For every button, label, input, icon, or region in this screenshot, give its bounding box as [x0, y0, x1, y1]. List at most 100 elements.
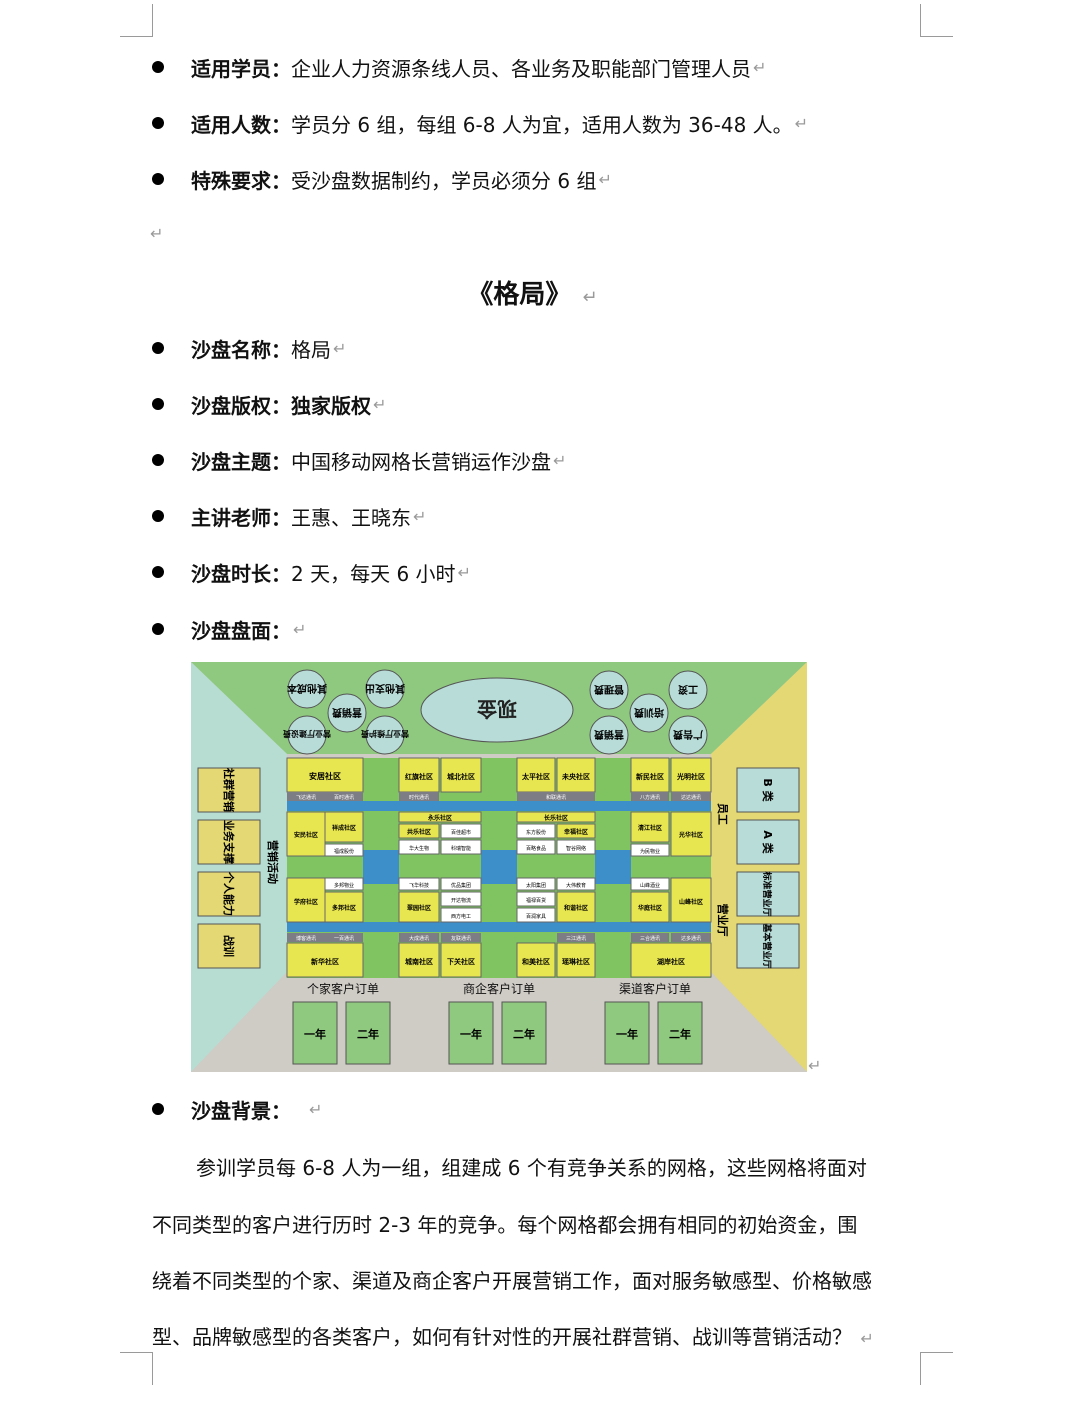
bullet-dot: [152, 61, 164, 73]
company-name: 飞华科技: [409, 882, 429, 889]
telecom-tag: 博客通讯: [287, 933, 325, 942]
paragraph-line: 不同类型的客户进行历时 2-3 年的竞争。每个网格都会拥有相同的初始资金，围: [152, 1209, 922, 1238]
telecom-tag-label: 福成股份: [334, 848, 354, 855]
year-label: 一年: [304, 1027, 326, 1041]
year-slot: 二年: [657, 1001, 703, 1065]
community-cell: 瑶琳社区: [556, 942, 596, 978]
cost-circle-label: 营销费: [594, 728, 624, 741]
company-name: 大伟教育: [566, 882, 586, 889]
company-cell: 科瑞智能: [440, 839, 482, 855]
year-slot: 二年: [345, 1001, 391, 1065]
staff-box-label: B 类: [761, 778, 775, 802]
community-cell: 湖岸社区: [630, 942, 712, 978]
water-channel: [287, 801, 711, 811]
company-cell: 福禄百货: [516, 891, 556, 907]
community-name: 安民社区: [294, 831, 318, 839]
community-cell: 翠园社区: [398, 891, 440, 923]
year-label: 一年: [460, 1027, 482, 1041]
paragraph-text: 型、品牌敏感型的各类客户，如何有针对性的开展社群营销、战训等营销活动？: [152, 1325, 852, 1349]
year-label: 二年: [357, 1027, 379, 1041]
community-cell: 共乐社区: [398, 823, 440, 839]
telecom-tag-label: 博客通讯: [296, 935, 316, 942]
year-label: 二年: [669, 1027, 691, 1041]
crop-mark-bottom-right: [920, 1352, 953, 1385]
community-name: 瑶琳社区: [562, 957, 590, 966]
bullet-value: 格局: [291, 337, 331, 362]
community-cell: 学府社区: [286, 877, 326, 923]
section-title: 《格局》 ↵: [0, 274, 1065, 311]
return-mark: ↵: [582, 287, 598, 308]
company-cell: 百佳超市: [440, 823, 482, 839]
bullet-label: 沙盘时长：: [191, 561, 291, 586]
cost-circle-label: 广告费: [673, 728, 703, 741]
bullet-background: 沙盘背景： ↵: [152, 1092, 322, 1126]
company-cell: 智谷网络: [556, 839, 596, 855]
community-name: 红旗社区: [405, 772, 433, 781]
telecom-tag: 飞达通讯: [287, 792, 325, 801]
return-mark: ↵: [753, 57, 767, 77]
community-name: 城南社区: [405, 957, 433, 966]
bullet-dot: [152, 1103, 164, 1115]
hall-box: 标准营业厅: [736, 870, 800, 917]
bullet-label: 特殊要求：: [191, 168, 291, 193]
company-name: 东方股份: [526, 829, 546, 836]
company-name: 百佳超市: [451, 829, 471, 836]
community-name: 安居社区: [309, 771, 341, 781]
community-cell: 新民社区: [630, 757, 670, 793]
company-name: 福禄百货: [526, 897, 546, 904]
hall-box-label: 基本营业厅: [761, 922, 773, 968]
telecom-tag: 友联通讯: [441, 933, 481, 942]
activity-box: 业务支撑: [197, 819, 261, 865]
telecom-tag-label: 八方通讯: [640, 794, 660, 801]
community-cell: 城南社区: [398, 942, 440, 978]
cash-label: 现金: [476, 697, 517, 721]
community-cell: 清江社区: [630, 811, 670, 843]
activity-box-label: 战训: [222, 935, 236, 957]
cost-circle-label: 工资: [678, 683, 698, 696]
company-cell: 太阳集团: [516, 877, 556, 891]
community-cell: 红旗社区: [398, 757, 440, 793]
telecom-tag-label: 一百通讯: [334, 935, 354, 942]
bullet-dot: [152, 566, 164, 578]
community-name: 多邦社区: [332, 904, 356, 912]
telecom-tag: 三合通讯: [631, 933, 669, 942]
activity-box: 战训: [197, 923, 261, 969]
company-name: 百略食品: [526, 845, 546, 852]
cost-circle: 营销费: [327, 693, 367, 733]
bullet-value: 独家版权: [291, 393, 371, 418]
bullet-instructor: 主讲老师： 王惠、王晓东 ↵: [152, 499, 426, 533]
board-left-region: [191, 662, 287, 1072]
bullet-label: 适用人数：: [191, 112, 291, 137]
telecom-tag-label: 三江通讯: [566, 935, 586, 942]
company-name: 优品集团: [451, 882, 471, 889]
bullet-label: 沙盘背景：: [191, 1098, 291, 1123]
telecom-tag: 达达通讯: [671, 792, 711, 801]
board-bottom-region: [191, 972, 807, 1072]
telecom-tag: 大成通讯: [399, 933, 439, 942]
return-mark: ↵: [293, 619, 307, 639]
company-cell: 多邦物业: [324, 877, 364, 891]
paragraph-text: 参训学员每 6-8 人为一组，组建成 6 个有竞争关系的网格，这些网格将面对: [196, 1156, 867, 1180]
community-cell: 城北社区: [440, 757, 482, 793]
paragraph-line: 型、品牌敏感型的各类客户，如何有针对性的开展社群营销、战训等营销活动？ ↵: [152, 1321, 922, 1350]
telecom-tag-label: 飞达通讯: [296, 794, 316, 801]
return-mark: ↵: [373, 394, 387, 414]
community-cell: 永乐社区: [398, 811, 482, 823]
bullet-label: 主讲老师：: [191, 505, 291, 530]
cost-circle-label: 其他成本: [286, 682, 327, 695]
community-name: 光明社区: [676, 772, 705, 781]
empty-paragraph-mark: ↵: [150, 224, 164, 243]
cost-circle-label: 营业厅维护费: [361, 729, 409, 739]
order-label: 商企客户订单: [463, 981, 535, 996]
telecom-tag: 一百通讯: [325, 933, 363, 942]
telecom-tag-label: 友联通讯: [451, 935, 471, 942]
hall-box: 基本营业厅: [736, 922, 800, 969]
cost-circle-label: 培训费: [634, 706, 664, 719]
return-mark: ↵: [457, 562, 471, 582]
community-name: 清江社区: [638, 824, 662, 832]
company-cell: 华大生物: [398, 839, 440, 855]
paragraph-line: 绕着不同类型的个家、渠道及商企客户开展营销工作，面对服务敏感型、价格敏感: [152, 1265, 922, 1294]
board-right-region: [711, 662, 807, 1072]
community-name: 山峰社区: [679, 898, 703, 906]
order-label: 个家客户订单: [307, 981, 379, 996]
